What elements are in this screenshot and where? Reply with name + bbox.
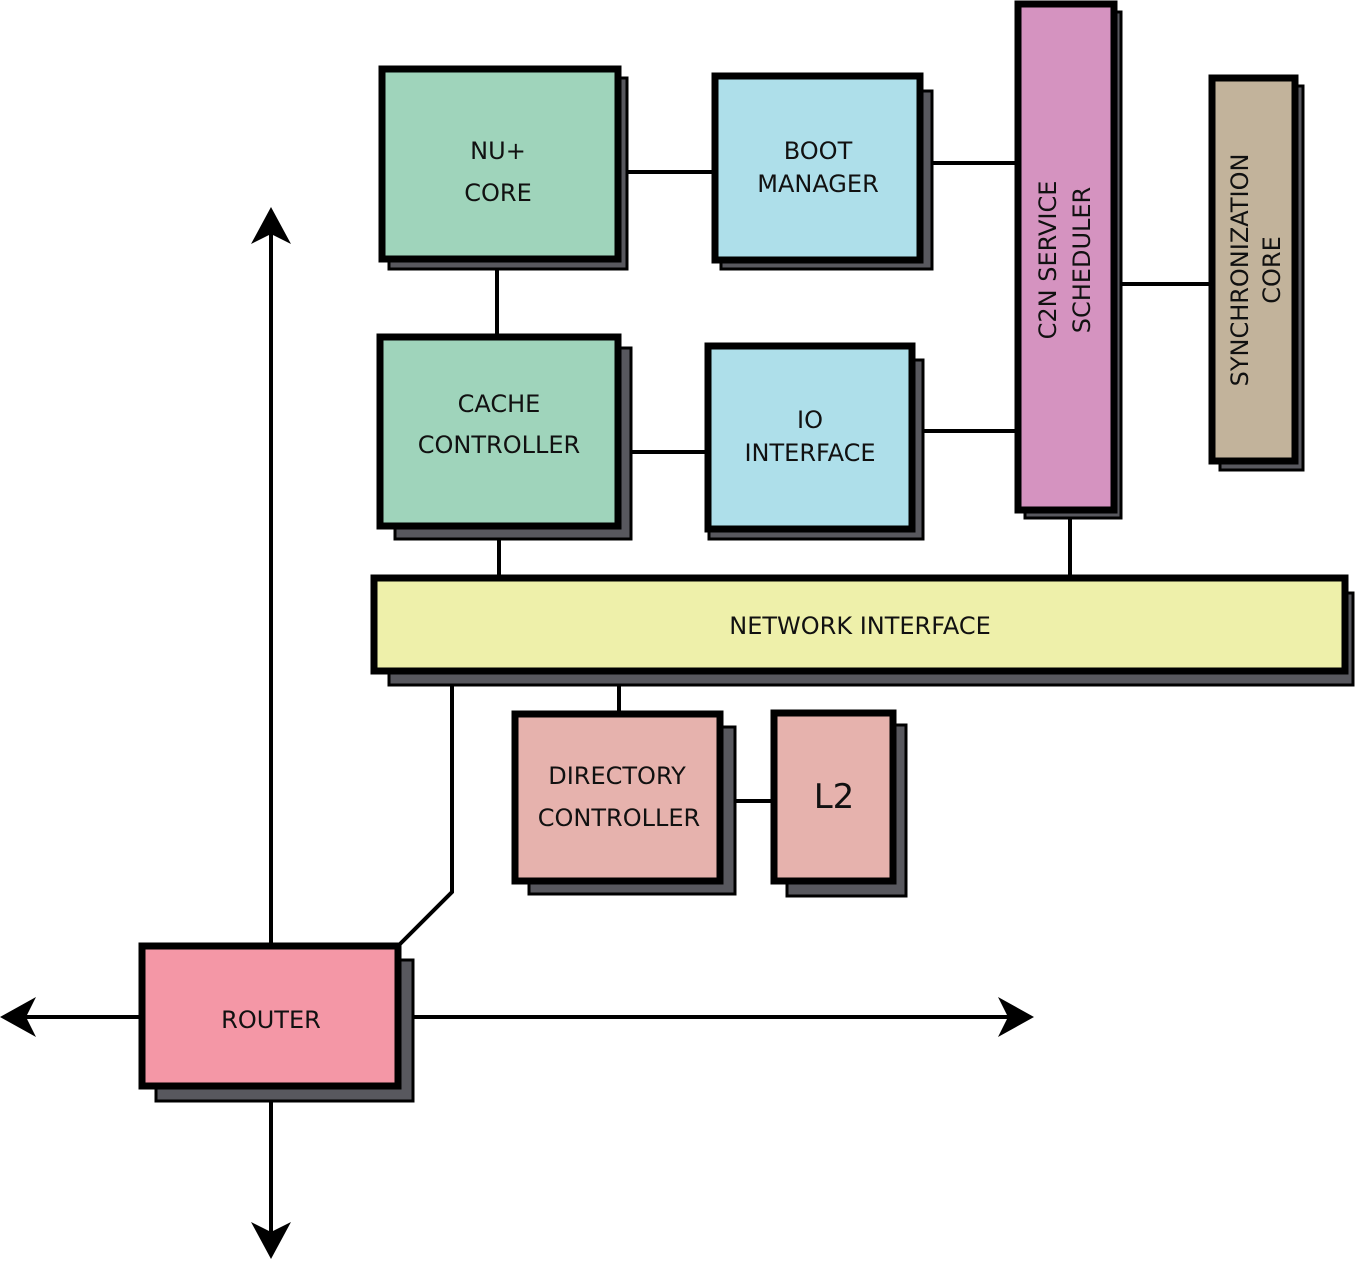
svg-text:C2N SERVICE: C2N SERVICE — [1034, 181, 1062, 340]
svg-text:CORE: CORE — [1258, 236, 1286, 304]
svg-text:DIRECTORY: DIRECTORY — [548, 762, 686, 790]
svg-text:IO: IO — [797, 406, 823, 434]
nu-core-label-2: CORE — [464, 179, 532, 207]
arrow-left-icon — [0, 997, 36, 1037]
nu-core-box — [378, 65, 622, 263]
block-io-interface: IO INTERFACE — [704, 342, 925, 541]
router-links — [0, 207, 1034, 1259]
network-interface-box — [370, 574, 1349, 675]
boot-manager-label-1: BOOT — [784, 137, 853, 165]
directory-controller-label-1: DIRECTORY — [548, 762, 686, 790]
svg-text:NU+: NU+ — [470, 137, 526, 165]
router-label: ROUTER — [221, 1006, 321, 1034]
arrow-down-icon — [251, 1222, 291, 1259]
io-interface-label-1: IO — [797, 406, 823, 434]
block-boot-manager: BOOT MANAGER — [711, 72, 934, 271]
cache-controller-box — [376, 333, 622, 530]
cache-controller-label-2: CONTROLLER — [418, 431, 580, 459]
svg-text:NETWORK INTERFACE: NETWORK INTERFACE — [729, 612, 991, 640]
svg-text:INTERFACE: INTERFACE — [744, 439, 875, 467]
arrow-right-icon — [998, 997, 1034, 1037]
block-router: ROUTER — [138, 942, 415, 1103]
svg-text:BOOT: BOOT — [784, 137, 853, 165]
block-sync-core: SYNCHRONIZATION CORE — [1208, 74, 1305, 472]
nu-core-label-1: NU+ — [470, 137, 526, 165]
svg-text:SYNCHRONIZATION: SYNCHRONIZATION — [1226, 154, 1254, 387]
svg-text:CONTROLLER: CONTROLLER — [538, 804, 700, 832]
sync-core-box — [1208, 74, 1299, 465]
svg-text:CACHE: CACHE — [458, 390, 541, 418]
connections — [396, 161, 1212, 948]
io-interface-box — [704, 342, 916, 533]
c2n-scheduler-label-1: C2N SERVICE — [1034, 181, 1062, 340]
boot-manager-box — [711, 72, 924, 264]
l2-label: L2 — [814, 777, 855, 817]
block-network-interface: NETWORK INTERFACE — [370, 574, 1355, 687]
svg-text:CORE: CORE — [464, 179, 532, 207]
block-cache-controller: CACHE CONTROLLER — [376, 333, 633, 541]
block-directory-controller: DIRECTORY CONTROLLER — [511, 710, 737, 896]
sync-core-label-2: CORE — [1258, 236, 1286, 304]
block-l2: L2 — [770, 709, 908, 898]
svg-text:L2: L2 — [814, 777, 855, 817]
arrow-up-icon — [251, 207, 291, 244]
wire-network-router — [396, 671, 454, 948]
boot-manager-label-2: MANAGER — [757, 170, 879, 198]
svg-text:SCHEDULER: SCHEDULER — [1068, 187, 1096, 333]
directory-controller-label-2: CONTROLLER — [538, 804, 700, 832]
sync-core-label-1: SYNCHRONIZATION — [1226, 154, 1254, 387]
block-nu-core: NU+ CORE — [378, 65, 629, 271]
router-box — [138, 942, 402, 1090]
svg-text:MANAGER: MANAGER — [757, 170, 879, 198]
c2n-scheduler-box — [1014, 0, 1118, 514]
network-interface-label: NETWORK INTERFACE — [729, 612, 991, 640]
svg-text:ROUTER: ROUTER — [221, 1006, 321, 1034]
block-c2n-scheduler: C2N SERVICE SCHEDULER — [1014, 0, 1123, 520]
svg-text:CONTROLLER: CONTROLLER — [418, 431, 580, 459]
cache-controller-label-1: CACHE — [458, 390, 541, 418]
l2-box — [770, 709, 897, 885]
io-interface-label-2: INTERFACE — [744, 439, 875, 467]
c2n-scheduler-label-2: SCHEDULER — [1068, 187, 1096, 333]
directory-controller-box — [511, 710, 724, 885]
